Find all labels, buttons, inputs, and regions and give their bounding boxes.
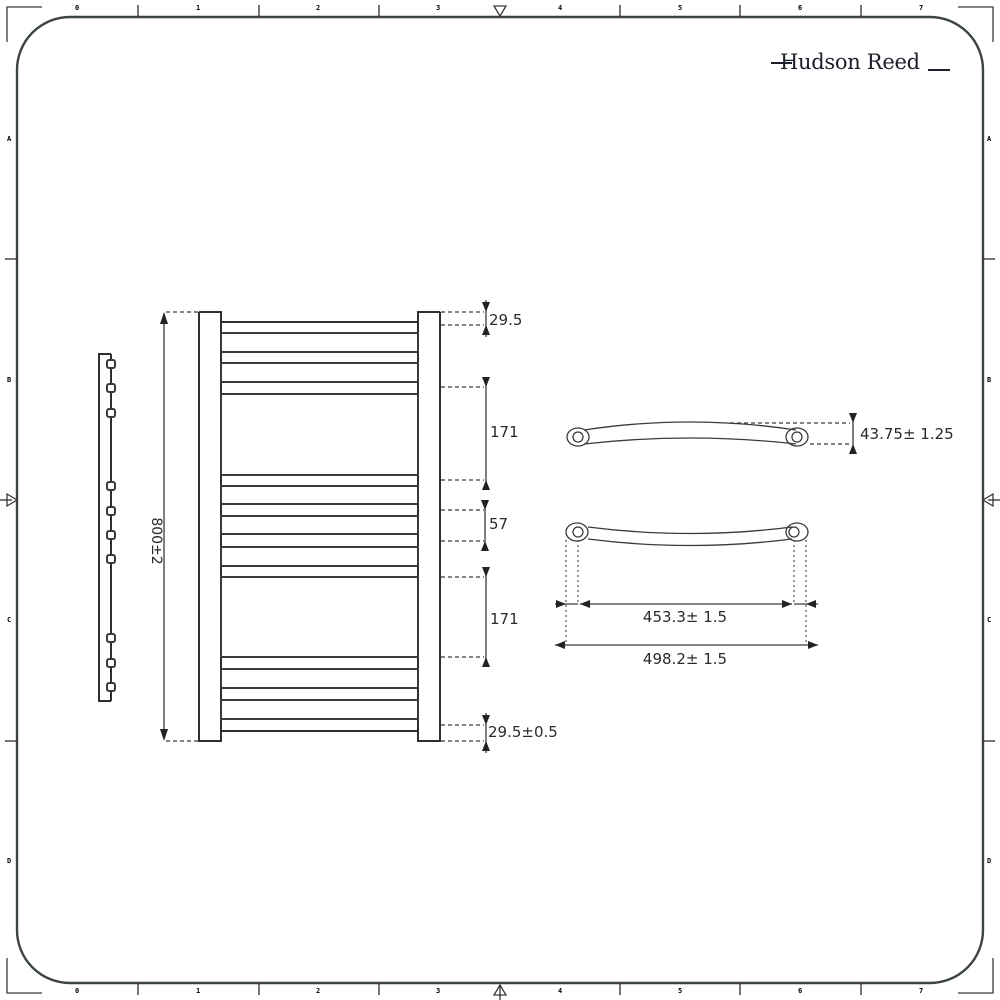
- col-label: 7: [919, 987, 924, 995]
- col-label: 2: [316, 4, 321, 12]
- dim-top-offset: 29.5: [489, 311, 523, 329]
- brand-logo: Hudson Reed: [780, 50, 920, 74]
- col-label: 3: [436, 987, 441, 995]
- corner-marks: [6, 6, 994, 994]
- top-ruler: [137, 5, 862, 18]
- col-label: 5: [678, 987, 683, 995]
- row-label: C: [987, 616, 992, 624]
- mounting-brackets: [106, 359, 116, 692]
- col-label: 3: [436, 4, 441, 12]
- dim-overall-height: 800±2: [148, 517, 164, 565]
- dim-upper-gap: 171: [490, 423, 519, 441]
- top-view: [566, 413, 857, 454]
- dim-middle-spacing: 57: [489, 515, 509, 533]
- row-label: B: [7, 376, 12, 384]
- front-view: [198, 311, 441, 742]
- col-label: 4: [558, 987, 563, 995]
- row-label: A: [987, 135, 992, 143]
- plan-view: [555, 522, 818, 649]
- dim-depth: 43.75± 1.25: [860, 425, 954, 443]
- row-label: D: [987, 857, 992, 865]
- center-mark-icon: [492, 5, 508, 18]
- dim-lower-gap: 171: [490, 610, 519, 628]
- overall-height-dimension: [160, 311, 199, 742]
- col-label: 6: [798, 4, 803, 12]
- col-label: 0: [75, 4, 80, 12]
- row-label: D: [7, 857, 12, 865]
- left-ruler: [0, 258, 19, 742]
- bottom-ruler: [137, 983, 862, 1000]
- col-label: 2: [316, 987, 321, 995]
- row-label: B: [987, 376, 992, 384]
- dim-centres-width: 453.3± 1.5: [642, 608, 728, 626]
- dim-bottom-offset: 29.5±0.5: [488, 723, 558, 741]
- right-ruler: [981, 258, 1000, 742]
- col-label: 5: [678, 4, 683, 12]
- col-label: 0: [75, 987, 80, 995]
- side-view: [98, 353, 116, 702]
- dim-overall-width: 498.2± 1.5: [642, 650, 728, 668]
- col-label: 1: [196, 4, 201, 12]
- col-label: 4: [558, 4, 563, 12]
- drawing-border: [15, 15, 985, 985]
- row-label: C: [7, 616, 12, 624]
- row-label: A: [7, 135, 12, 143]
- col-label: 7: [919, 4, 924, 12]
- col-label: 6: [798, 987, 803, 995]
- col-label: 1: [196, 987, 201, 995]
- vertical-dimension-chain: [441, 300, 490, 753]
